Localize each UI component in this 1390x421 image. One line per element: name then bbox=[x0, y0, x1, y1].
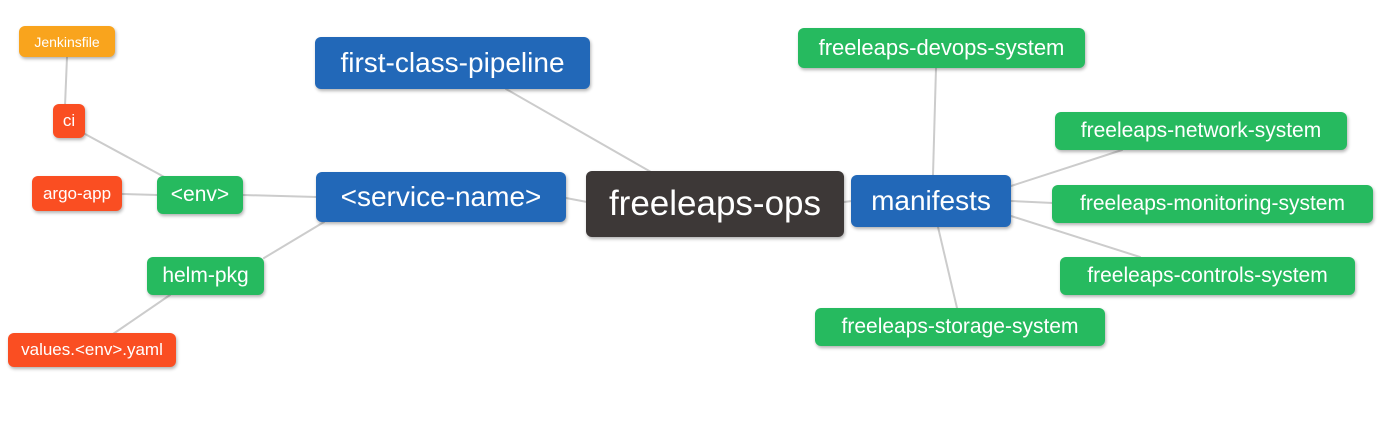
node-devops-system[interactable]: freeleaps-devops-system bbox=[798, 28, 1085, 68]
node-manifests[interactable]: manifests bbox=[851, 175, 1011, 227]
edge-argo-app-env bbox=[121, 193, 159, 196]
edge-jenkinsfile-ci bbox=[64, 56, 68, 107]
edge-devops-system-manifests bbox=[932, 67, 937, 176]
edge-first-class-pipeline-freeleaps-ops bbox=[505, 88, 652, 173]
node-helm-pkg[interactable]: helm-pkg bbox=[147, 257, 264, 295]
node-values-env-yaml[interactable]: values.<env>.yaml bbox=[8, 333, 176, 367]
node-freeleaps-ops[interactable]: freeleaps-ops bbox=[586, 171, 844, 237]
node-network-system[interactable]: freeleaps-network-system bbox=[1055, 112, 1347, 150]
node-storage-system[interactable]: freeleaps-storage-system bbox=[815, 308, 1105, 346]
node-controls-system[interactable]: freeleaps-controls-system bbox=[1060, 257, 1355, 295]
node-service-name[interactable]: <service-name> bbox=[316, 172, 566, 222]
edge-helm-pkg-service-name bbox=[263, 221, 325, 259]
edge-manifests-monitoring-system bbox=[1010, 200, 1054, 204]
edge-freeleaps-ops-manifests bbox=[843, 200, 853, 203]
node-monitoring-system[interactable]: freeleaps-monitoring-system bbox=[1052, 185, 1373, 223]
node-jenkinsfile[interactable]: Jenkinsfile bbox=[19, 26, 115, 57]
edge-service-name-freeleaps-ops bbox=[565, 197, 588, 203]
edge-manifests-network-system bbox=[1010, 149, 1123, 187]
node-ci[interactable]: ci bbox=[53, 104, 85, 138]
node-env[interactable]: <env> bbox=[157, 176, 243, 214]
edge-helm-pkg-values-env-yaml bbox=[112, 294, 171, 335]
edge-manifests-controls-system bbox=[1010, 215, 1141, 258]
node-argo-app[interactable]: argo-app bbox=[32, 176, 122, 211]
edge-manifests-storage-system bbox=[937, 226, 958, 309]
edge-env-service-name bbox=[242, 194, 318, 198]
node-first-class-pipeline[interactable]: first-class-pipeline bbox=[315, 37, 590, 89]
edge-ci-env bbox=[84, 133, 169, 180]
